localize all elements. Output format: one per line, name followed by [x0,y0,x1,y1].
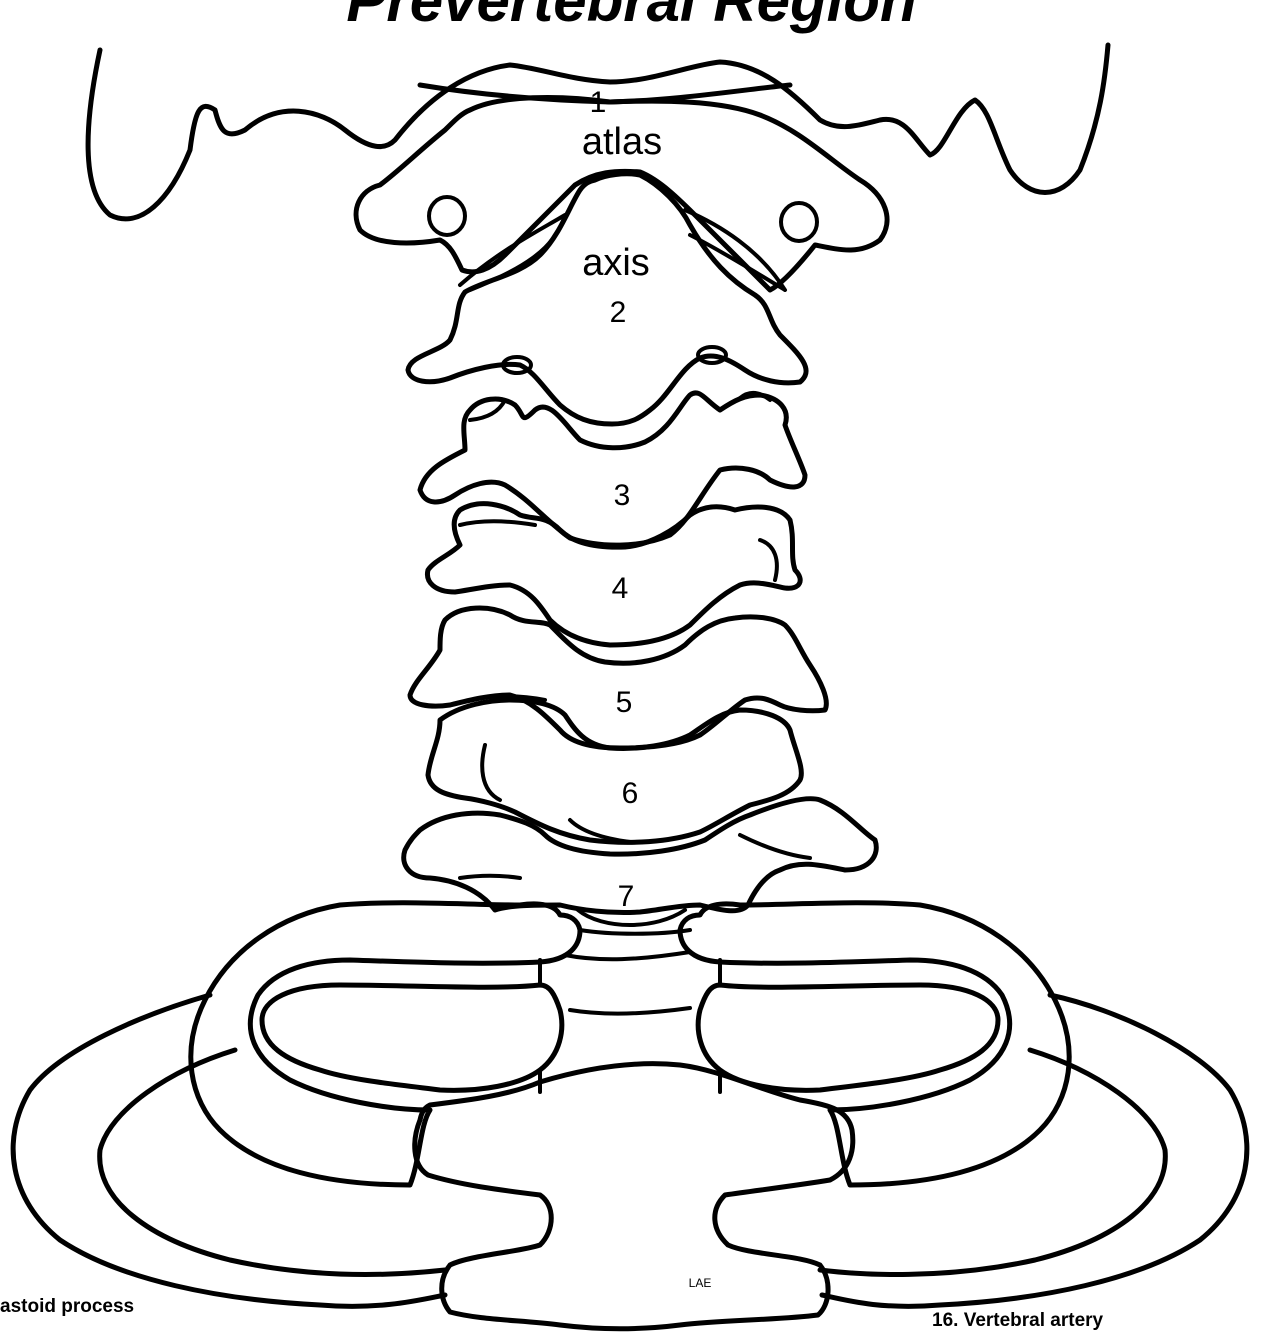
right-transverse-foramen-c1 [781,203,817,241]
manubrium [415,1064,853,1329]
first-rib-left [191,903,580,1185]
c7-right-process [740,835,810,858]
axis-label: axis [582,242,650,284]
second-rib-left [262,985,562,1090]
t2-body-line [570,1008,690,1014]
left-transverse-foramen-c1 [429,197,465,235]
c4-left-process [460,521,535,525]
caption-mastoid-process: astoid process [0,1296,134,1318]
c3-number-label: 3 [614,479,631,512]
c5-number-label: 5 [616,686,633,719]
c6-inner-arc [482,745,500,800]
c4-right-process [760,540,777,580]
atlas-label: atlas [582,121,662,163]
first-rib-right [680,903,1069,1185]
artist-initials: LAE [689,1276,712,1290]
caption-vertebral-artery: 16. Vertebral artery [932,1310,1103,1332]
axis-vertebra [408,174,806,424]
c7-number-label: 7 [618,880,635,913]
c1-number-label: 1 [590,86,607,119]
c5-vertebra [410,608,826,748]
c4-number-label: 4 [612,572,629,605]
t2-upper-line [565,952,690,959]
second-rib-right [698,985,998,1090]
t1-body-line [580,930,690,934]
atlas-left-facet [460,215,565,290]
c7-left-process [460,876,520,878]
c2-number-label: 2 [610,296,627,329]
c6-number-label: 6 [622,777,639,810]
